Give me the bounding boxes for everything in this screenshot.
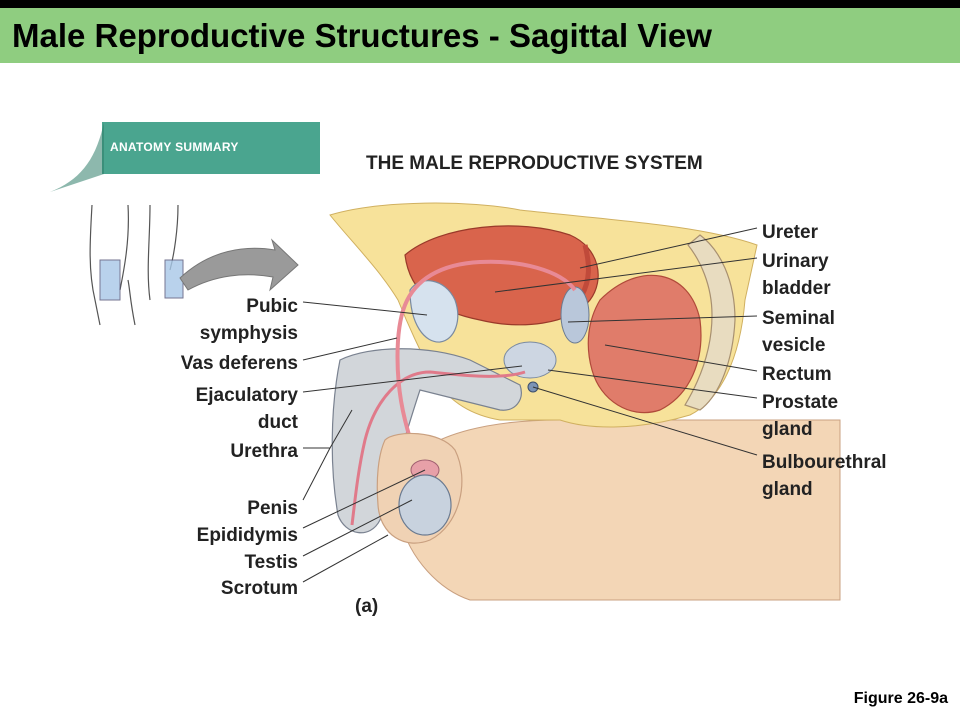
leader-seminal-vesicle	[567, 315, 758, 323]
label-seminal-vesicle-line2: vesicle	[762, 335, 826, 356]
title-bar: Male Reproductive Structures - Sagittal …	[0, 8, 960, 63]
label-testis: Testis	[244, 552, 298, 573]
label-urinary-bladder: Urinary bladder	[762, 248, 831, 302]
leader-ejaculatory-duct	[302, 365, 523, 393]
tab-curl	[50, 122, 104, 192]
label-scrotum: Scrotum	[220, 578, 298, 599]
label-prostate-gland: Prostate gland	[762, 389, 838, 443]
label-ureter: Ureter	[762, 222, 818, 243]
label-pubic-symphysis-line2: symphysis	[199, 323, 298, 344]
label-vas-deferens: Vas deferens	[180, 353, 298, 374]
prostate-gland	[503, 341, 557, 379]
orientation-arrow-icon	[179, 238, 299, 292]
leader-pubic-symphysis	[302, 301, 428, 316]
leader-vas-deferens	[302, 337, 398, 361]
diagram-title: THE MALE REPRODUCTIVE SYSTEM	[366, 153, 703, 174]
leader-penis	[302, 447, 331, 501]
label-pubic-symphysis-line1: Pubic	[246, 296, 298, 317]
label-ejaculatory-duct: Ejaculatory duct	[196, 382, 298, 436]
label-bulbourethral-gland-line2: gland	[762, 479, 813, 500]
label-prostate-gland-line1: Prostate	[762, 392, 839, 413]
label-bulbourethral-gland-line1: Bulbourethral	[762, 452, 887, 473]
leader-testis	[302, 499, 413, 557]
vas-deferens	[395, 259, 577, 466]
panel-letter: (a)	[355, 596, 379, 617]
label-ejaculatory-duct-line1: Ejaculatory	[195, 385, 298, 406]
leader-prostate-gland	[547, 369, 758, 399]
label-pubic-symphysis: Pubic symphysis	[200, 293, 298, 347]
leader-bulbourethral-gland	[532, 386, 758, 456]
label-seminal-vesicle: Seminal vesicle	[762, 305, 835, 359]
anatomy-summary-label: ANATOMY SUMMARY	[110, 140, 239, 154]
urethra	[350, 370, 526, 526]
sacrum	[684, 234, 736, 411]
leader-scrotum	[302, 534, 389, 583]
leader-urinary-bladder	[494, 257, 758, 293]
thigh-skin	[399, 419, 841, 601]
label-urethra: Urethra	[230, 441, 298, 462]
label-ejaculatory-duct-line2: duct	[257, 412, 298, 433]
rectum	[587, 274, 702, 414]
pubic-symphysis	[409, 280, 459, 343]
sagittal-section	[329, 202, 841, 601]
leader-rectum	[604, 344, 758, 372]
label-urinary-bladder-line2: bladder	[762, 278, 831, 299]
label-bulbourethral-gland: Bulbourethral gland	[762, 449, 887, 503]
leader-epididymis	[302, 469, 426, 529]
figure-reference: Figure 26-9a	[853, 690, 948, 707]
label-epididymis: Epididymis	[196, 525, 298, 546]
leader-ureter	[579, 227, 758, 269]
leader-lines	[302, 227, 758, 583]
testis	[398, 474, 452, 536]
anatomy-summary-tab: ANATOMY SUMMARY	[102, 122, 320, 174]
label-rectum: Rectum	[762, 364, 832, 385]
top-border	[0, 0, 960, 8]
orientation-section-plane-left	[99, 259, 121, 301]
slide-title: Male Reproductive Structures - Sagittal …	[12, 17, 712, 54]
ureter	[579, 244, 591, 297]
label-urinary-bladder-line1: Urinary	[762, 251, 829, 272]
label-seminal-vesicle-line1: Seminal	[762, 308, 835, 329]
seminal-vesicle	[560, 286, 590, 344]
label-prostate-gland-line2: gland	[762, 419, 813, 440]
label-penis: Penis	[247, 498, 298, 519]
